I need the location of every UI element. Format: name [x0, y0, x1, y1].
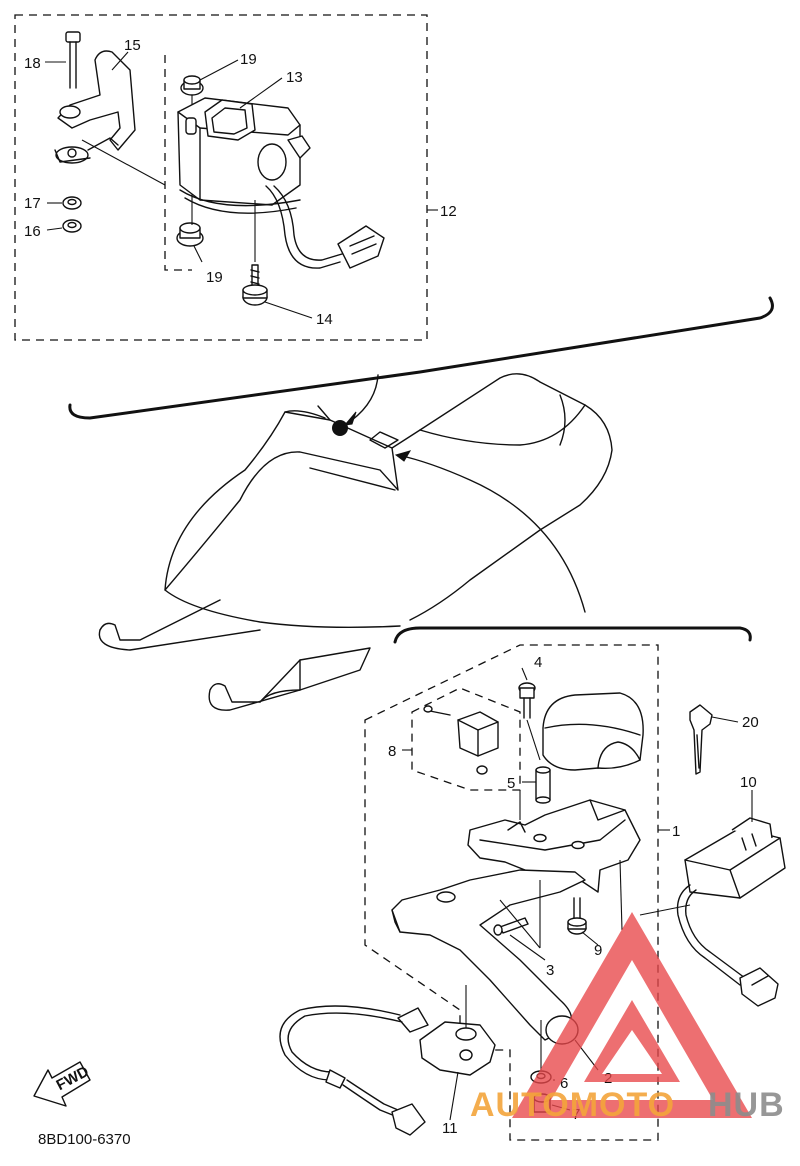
- part-18-pin: [65, 31, 81, 89]
- part-5-spacer: [535, 766, 551, 804]
- part-9-bolt: [567, 897, 587, 935]
- part-16-nut: [62, 219, 82, 233]
- part-4-bolt: [518, 682, 541, 761]
- part-11-switch: [279, 1005, 496, 1136]
- location-marker: [332, 420, 348, 436]
- part-13-cable: [265, 185, 385, 269]
- callout-curve-bottom: [393, 626, 752, 644]
- fwd-arrow-icon: [33, 1061, 91, 1107]
- callout-18: 18: [24, 55, 41, 72]
- part-cover: [542, 692, 644, 771]
- part-housing: [467, 790, 641, 893]
- part-15-bracket: [54, 50, 136, 164]
- callout-8: 8: [388, 743, 396, 760]
- part-8-switch: [423, 705, 499, 775]
- callout-13: 13: [286, 69, 303, 86]
- watermark-logo: [512, 912, 752, 1118]
- bracket-line-19: [164, 55, 192, 271]
- callout-19-bottom: 19: [206, 269, 223, 286]
- callout-16: 16: [24, 223, 41, 240]
- callout-9: 9: [594, 942, 602, 959]
- part-10-module: [619, 817, 786, 1007]
- callout-5: 5: [507, 775, 515, 792]
- callout-17: 17: [24, 195, 41, 212]
- callout-curve-top: [68, 296, 774, 420]
- callout-3: 3: [546, 962, 554, 979]
- part-3-screw: [493, 917, 529, 936]
- callout-20: 20: [742, 714, 759, 731]
- part-19-grommet-bottom: [176, 222, 204, 247]
- callout-1: 1: [672, 823, 680, 840]
- part-17-washer: [62, 196, 82, 210]
- callout-4: 4: [534, 654, 542, 671]
- part-14-screw: [242, 200, 268, 306]
- watermark-triangle-icon: [512, 912, 752, 1118]
- inset-box-1: [364, 644, 659, 1141]
- diagram-code: 8BD100-6370: [38, 1131, 131, 1148]
- lead-bracket: [81, 139, 166, 186]
- callout-12: 12: [440, 203, 457, 220]
- watermark-text-hub: HUB: [708, 1086, 785, 1124]
- callout-19-top: 19: [240, 51, 257, 68]
- callout-6: 6: [560, 1075, 568, 1092]
- part-19-grommet-top: [180, 75, 204, 96]
- part-13-module: [177, 97, 311, 214]
- callout-14: 14: [316, 311, 333, 328]
- part-20-cable-tie: [689, 704, 713, 775]
- callout-11: 11: [442, 1120, 458, 1137]
- arrow-to-lever: [397, 454, 586, 613]
- watermark-text-automoto: AUTOMOTO: [470, 1086, 675, 1124]
- callout-10: 10: [740, 774, 757, 791]
- snowmobile-outline: [98, 373, 613, 711]
- part-lever: [391, 869, 586, 1041]
- callout-15: 15: [124, 37, 141, 54]
- inset-box-12: [14, 14, 428, 341]
